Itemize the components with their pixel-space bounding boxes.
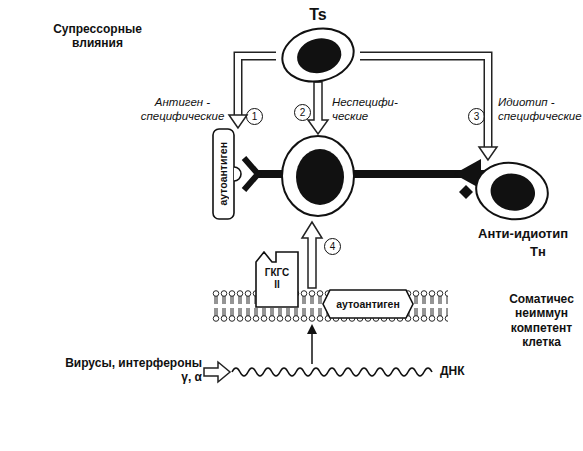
- cell-outline: [474, 160, 583, 222]
- callout-number: 4: [324, 238, 341, 255]
- cell-outline: [276, 26, 360, 84]
- suppressor-cell: Ts: [276, 4, 360, 86]
- node-text: Ts: [276, 4, 360, 26]
- nonspecific-arrow: [308, 82, 328, 134]
- annotation-text: ДНК: [440, 364, 465, 378]
- arrow-heads: [479, 147, 497, 160]
- antigen-receptor: [244, 158, 258, 190]
- connector-outline: [238, 56, 276, 115]
- t-cell: [282, 136, 354, 216]
- connector-fill: [238, 56, 276, 115]
- annotation-text: Супрессорные влияния: [40, 22, 155, 51]
- arrow-heads: [229, 115, 247, 128]
- node-content: аутоантиген: [322, 289, 414, 319]
- cell-membrane: [212, 290, 448, 322]
- cell-membrane-outline: [474, 160, 552, 222]
- cell-membrane-outline: [277, 26, 358, 84]
- mhc-shape: [256, 252, 298, 307]
- presentation-arrow: [302, 222, 322, 288]
- cell-nucleus: [294, 34, 345, 77]
- anti-idiotype-cell: Анти-идиотипТн: [474, 160, 583, 270]
- cell-nucleus: [296, 149, 344, 205]
- mhc-molecule: ГКГС II: [254, 250, 300, 308]
- arrow-head: [479, 147, 497, 160]
- annotation-text: Идиотип - специфические: [498, 96, 583, 124]
- callout-number: 1: [246, 108, 263, 125]
- node-content: ГКГС II: [254, 250, 300, 308]
- annotation-text: Соматичес неиммун компетент клетка: [500, 292, 583, 350]
- receptor-notch: [459, 185, 473, 199]
- induction-arrow: [204, 362, 230, 382]
- membrane-autoantigen: аутоантиген: [322, 289, 414, 319]
- antigen-epitope: [234, 167, 241, 181]
- expression-arrow: [311, 332, 313, 364]
- callout-number: 2: [294, 104, 311, 121]
- node-text: аутоантиген: [336, 298, 400, 310]
- antigen-body: [213, 129, 234, 219]
- dna-strand: [232, 368, 432, 376]
- autoantigen: аутоантиген: [212, 128, 242, 220]
- antigen-shape: [323, 290, 413, 318]
- callout-number: 3: [468, 108, 485, 125]
- suppression-connector: [229, 56, 276, 128]
- annotation-text: Неспецифи- ческие: [332, 96, 394, 124]
- node-text: Тн: [530, 244, 583, 259]
- annotation-text: Вирусы, интерфероны γ, α: [60, 356, 202, 385]
- node-text: Анти-идиотип: [478, 226, 583, 241]
- node-text: ГКГС II: [261, 267, 293, 292]
- cell-nucleus: [488, 170, 538, 214]
- annotation-text: Антиген - специфические: [135, 96, 230, 124]
- arrow-head: [307, 324, 317, 334]
- arrow-head: [229, 115, 247, 128]
- node-content: аутоантиген: [212, 128, 234, 220]
- node-text: аутоантиген: [217, 142, 229, 206]
